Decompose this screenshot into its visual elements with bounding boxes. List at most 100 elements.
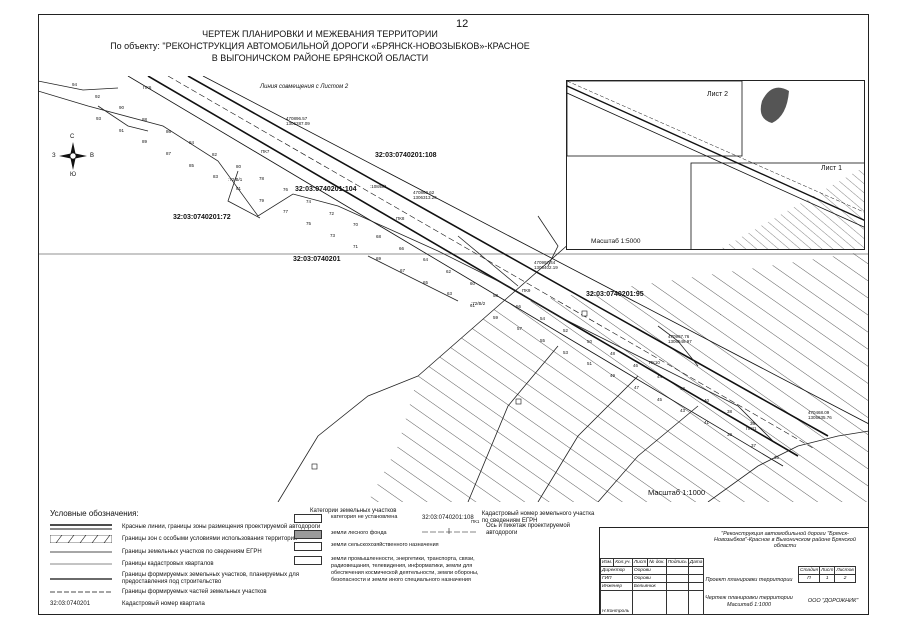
page-number: 12 <box>456 18 469 30</box>
sheet-link-note: Линия совмещения с Листом 2 <box>260 84 349 90</box>
point-number: 48 <box>610 351 616 356</box>
compass-north: С <box>70 134 75 140</box>
legend-item-formed-parts: Границы формируемых частей земельных уча… <box>50 588 267 596</box>
boundary-point-markers <box>311 310 588 470</box>
compass-west: З <box>52 153 56 159</box>
stamp-company: ООО "ДОРОЖНИК" <box>807 598 859 604</box>
point-number: 74 <box>306 199 312 204</box>
point-number: 39 <box>727 432 733 437</box>
category-item: земли сельскохозяйственного назначения <box>294 542 439 551</box>
point-number: 70 <box>353 222 359 227</box>
legend-item-red-lines: Красные линии, границы зоны размещения п… <box>50 523 320 531</box>
title-line-1: ЧЕРТЕЖ ПЛАНИРОВКИ И МЕЖЕВАНИЯ ТЕРРИТОРИИ <box>202 29 438 39</box>
category-swatch <box>294 530 322 539</box>
map-graphics <box>38 76 869 502</box>
point-number: 50 <box>587 339 593 344</box>
stamp-doc-title: Проект планировки территории <box>705 577 793 583</box>
categories-title: Категории земельных участков <box>310 508 397 514</box>
inset-graphics <box>567 81 864 249</box>
planning-map: С Ю З В Линия совмещения с Листом 2 32:0… <box>38 76 869 502</box>
point-number: 69 <box>376 256 382 261</box>
legend-item-special-zones: Границы зон с особыми условиями использо… <box>49 534 297 544</box>
point-number: 84 <box>189 140 195 145</box>
point-number: 83 <box>213 174 219 179</box>
category-swatch <box>294 542 322 551</box>
parcel-label: 32:03:0740201:108 <box>375 152 437 159</box>
point-number: 56 <box>516 304 522 309</box>
legend-symbol <box>50 548 112 556</box>
parcel-label: 32:03:0740201:72 <box>173 214 231 221</box>
compass-rose <box>59 142 87 170</box>
point-number: 57 <box>517 326 523 331</box>
legend-title: Условные обозначения: <box>50 509 139 518</box>
picket-label: ПК9 <box>522 288 531 293</box>
title-line-3: В ВЫГОНИЧСКОМ РАЙОНЕ БРЯНСКОЙ ОБЛАСТИ <box>211 53 429 63</box>
inset-sheet-2-frame <box>567 81 743 157</box>
point-number: 92 <box>95 94 101 99</box>
inset-forest <box>720 167 864 249</box>
axis-sample-label: ПК1 <box>471 519 480 524</box>
point-number: 94 <box>72 82 78 87</box>
point-number: 71 <box>353 244 359 249</box>
picket-label: ПК7 <box>261 149 270 154</box>
stamp-role-row: Н.Контроль <box>600 590 705 615</box>
category-swatch <box>294 514 322 523</box>
point-number: 75 <box>306 221 312 226</box>
point-number: 38 <box>727 409 733 414</box>
legend-symbol <box>50 575 112 583</box>
inset-scale-label: Масштаб 1:5000 <box>591 238 641 245</box>
inset-sheet-1-label: Лист 1 <box>821 165 843 172</box>
stamp-project: "Реконструкция автомобильной дороги "Бря… <box>714 531 856 549</box>
point-number: 44 <box>657 374 663 379</box>
legend-symbol <box>49 534 113 544</box>
stamp-drawing-title: Чертеж планировки территории Масштаб 1:1… <box>705 595 793 608</box>
legend-item-parcel-number: 32:03:0740201:108 Кадастровый номер земе… <box>422 511 595 524</box>
point-number: 59 <box>493 315 499 320</box>
point-number: 66 <box>399 246 405 251</box>
legend-symbol <box>50 523 112 531</box>
point-number: 93 <box>96 116 102 121</box>
point-number: 49 <box>610 373 616 378</box>
category-item: категория не установлена <box>294 514 397 523</box>
sub-parcel-label: :108/В/1 <box>370 184 387 189</box>
point-number: 90 <box>119 105 125 110</box>
legend-symbol <box>50 560 112 568</box>
point-number: 63 <box>447 291 453 296</box>
point-number: 58 <box>493 293 499 298</box>
point-number: 82 <box>212 152 218 157</box>
picket-label: ПК10 <box>649 360 660 365</box>
compass-south: Ю <box>70 172 77 178</box>
point-number: 81 <box>236 186 242 191</box>
map-scale-label: Масштаб 1:1000 <box>648 488 706 497</box>
point-number: 77 <box>283 209 289 214</box>
point-number: 35 <box>774 455 780 460</box>
legend-item-formed-parcels: Границы формируемых земельных участков, … <box>50 572 312 586</box>
picket-label: ПК11 <box>746 426 757 431</box>
compass-east: В <box>90 153 95 159</box>
point-number: 61 <box>470 303 476 308</box>
point-number: 37 <box>751 443 757 448</box>
legend-item-egrn-parcels: Границы земельных участков по сведениям … <box>50 548 262 556</box>
point-number: 88 <box>142 117 148 122</box>
point-number: 64 <box>423 257 429 262</box>
point-number: 67 <box>400 268 406 273</box>
legend-symbol <box>422 526 476 534</box>
point-number: 46 <box>633 363 639 368</box>
title-line-2: По объекту: "РЕКОНСТРУКЦИЯ АВТОМОБИЛЬНОЙ… <box>110 41 530 51</box>
overview-inset-map: Лист 2 Лист 1 Масштаб 1:5000 <box>566 80 865 250</box>
point-number: 43 <box>680 408 686 413</box>
legend-symbol <box>50 588 112 596</box>
sub-parcel-label: :72/В/1 <box>228 177 243 182</box>
